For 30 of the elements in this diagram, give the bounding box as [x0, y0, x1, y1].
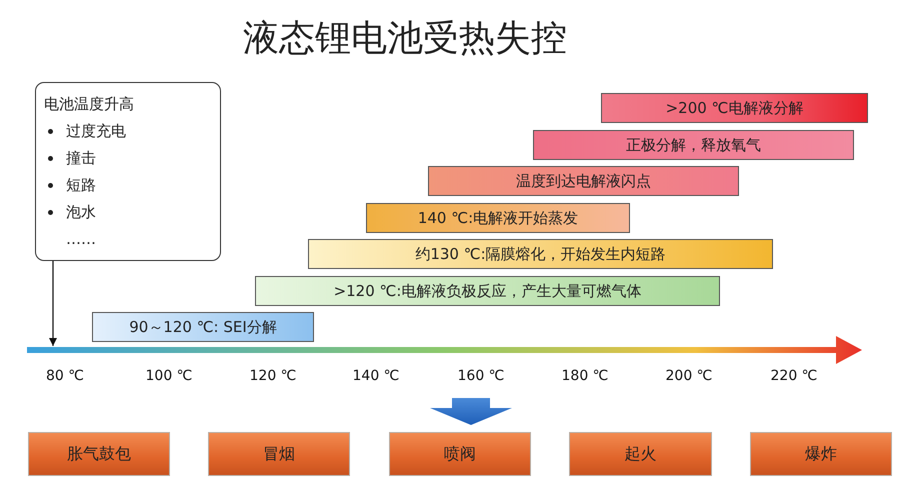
arrow — [49, 261, 57, 346]
list-item: …… — [66, 229, 96, 250]
stage-bar: 正极分解，释放氧气 — [533, 130, 854, 160]
tick-label: 140 ℃ — [352, 368, 400, 384]
title: 液态锂电池受热失控 — [242, 17, 568, 61]
list-item: 撞击 — [66, 148, 96, 169]
box-heading: 电池温度升高 — [44, 94, 134, 115]
tick-label: 100 ℃ — [146, 368, 192, 384]
outcome-box: 冒烟 — [208, 432, 350, 476]
outcome-box: 喷阀 — [389, 432, 531, 476]
temperature-axis — [27, 336, 862, 364]
list-item: 泡水 — [66, 202, 96, 223]
tick-label: 160 ℃ — [458, 368, 504, 384]
cause-box — [35, 82, 221, 261]
list-item: 过度充电 — [66, 121, 126, 142]
outcome-box: 爆炸 — [750, 432, 892, 476]
tick-label: 220 ℃ — [770, 368, 818, 384]
stage-bar: 温度到达电解液闪点 — [428, 166, 739, 196]
stage-bar: >120 ℃:电解液负极反应，产生大量可燃气体 — [255, 276, 720, 306]
stage-bar: 约130 ℃:隔膜熔化，开始发生内短路 — [308, 239, 773, 269]
tick-label: 200 ℃ — [666, 368, 712, 384]
tick-label: 120 ℃ — [250, 368, 296, 384]
outcome-box: 胀气鼓包 — [28, 432, 170, 476]
tick-label: 80 ℃ — [46, 368, 84, 384]
stage-bar: 90～120 ℃: SEI分解 — [92, 312, 314, 342]
list-item: 短路 — [66, 175, 96, 196]
stage-bar: >200 ℃电解液分解 — [601, 93, 868, 123]
stage-bar: 140 ℃:电解液开始蒸发 — [366, 203, 630, 233]
outcome-box: 起火 — [569, 432, 712, 476]
tick-label: 180 ℃ — [562, 368, 608, 384]
